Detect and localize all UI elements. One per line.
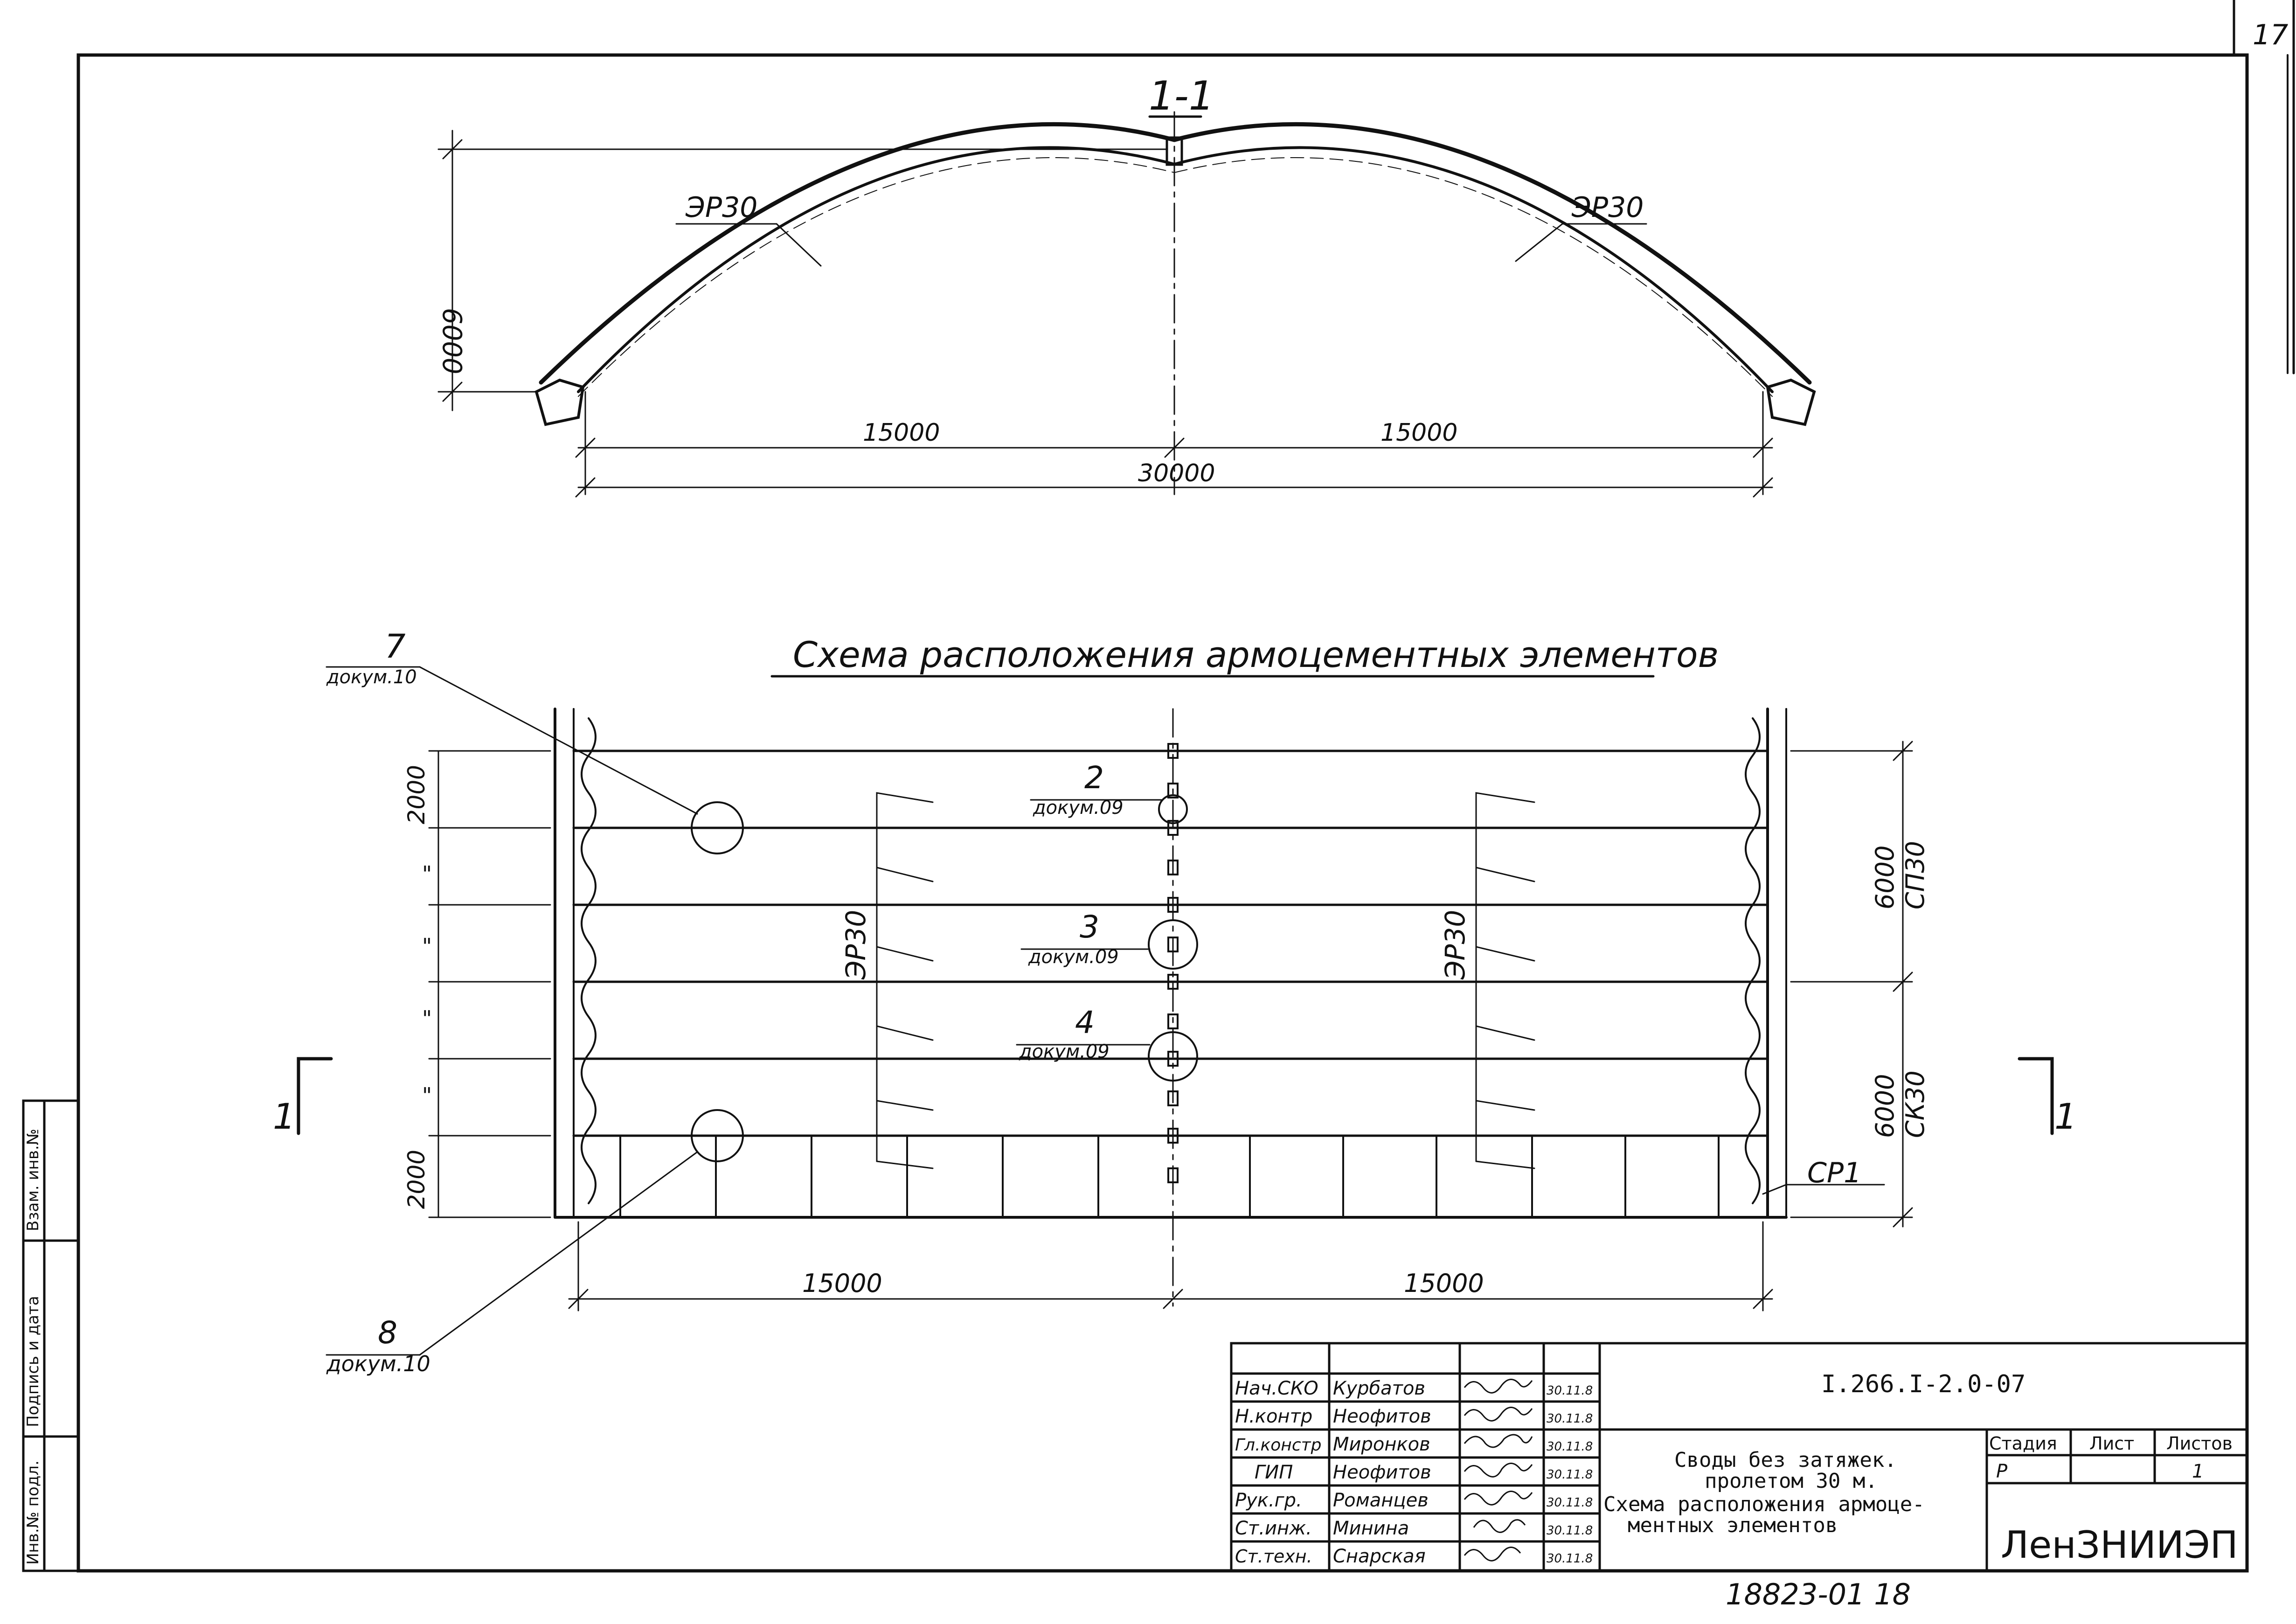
tb-desc-3: Схема расположения армоце- [1603,1492,1925,1516]
plan-right-dim-1-code: СП30 [1901,841,1930,909]
tb-name-4: Неофитов [1333,1462,1431,1483]
callout-3-number: 3 [1080,909,1099,945]
tb-date-4: 30.11.8 [1547,1468,1593,1482]
tb-sheets-header: Листов [2166,1433,2233,1454]
tb-role-2: Н.контр [1235,1406,1312,1427]
plan-row-dim-2: " [422,861,432,887]
tb-sheet-header: Лист [2089,1433,2134,1454]
callout-4-number: 4 [1075,1005,1095,1041]
plan-rib-label-left: ЭР30 [840,910,872,980]
side-stamp-replace: Взам. инв.№ [24,1129,42,1231]
archive-number: 18823-01 18 [1726,1577,1911,1611]
tb-name-2: Неофитов [1333,1406,1431,1427]
callout-7-doc: докум.10 [326,666,417,688]
callout-8-number: 8 [378,1315,397,1351]
tb-code: I.266.I-2.0-07 [1821,1370,2025,1398]
section-height-dim: 6000 [437,308,467,375]
callout-2-number: 2 [1084,760,1104,796]
tb-role-7: Ст.техн. [1235,1546,1312,1567]
tb-role-6: Ст.инж. [1235,1518,1312,1539]
tb-sheets-value: 1 [2192,1461,2204,1482]
tb-role-3: Гл.констр [1235,1436,1321,1455]
plan-right-dim-2-code: СК30 [1901,1070,1930,1138]
tb-name-6: Минина [1333,1518,1409,1539]
section-rib-right: ЭР30 [1571,191,1644,224]
tb-date-3: 30.11.8 [1547,1440,1593,1454]
text-layer: 17 1-1 ЭР30 ЭР30 6000 15000 15000 30000 … [24,19,2288,1611]
callout-8-doc: докум.10 [326,1351,430,1376]
callout-2-doc: докум.09 [1033,797,1124,819]
tb-name-3: Миронков [1333,1434,1430,1455]
callout-7-number: 7 [385,627,406,666]
side-stamp-sign: Подпись и дата [24,1296,42,1427]
tb-desc-2: пролетом 30 м. [1705,1469,1878,1493]
tb-desc-4: ментных элементов [1628,1513,1838,1537]
tb-date-7: 30.11.8 [1547,1552,1593,1566]
tb-desc-1: Своды без затяжек. [1674,1448,1897,1472]
callout-3-doc: докум.09 [1028,946,1119,968]
plan-right-dim-2-value: 6000 [1870,1074,1900,1138]
section-half-right: 15000 [1380,419,1457,447]
tb-name-7: Снарская [1333,1546,1426,1567]
tb-organization: ЛенЗНИИЭП [2001,1523,2238,1567]
tb-date-1: 30.11.8 [1547,1384,1593,1398]
section-half-left: 15000 [863,419,940,447]
plan-row-dim-5: " [422,1083,432,1108]
tb-role-5: Рук.гр. [1235,1490,1302,1511]
tb-stage-value: Р [1996,1461,2008,1482]
section-title: 1-1 [1149,73,1214,119]
plan-bottom-left: 15000 [802,1269,882,1298]
plan-row-dim-4: " [422,1006,432,1031]
section-rib-left: ЭР30 [685,191,757,224]
side-stamp-inv: Инв.№ подл. [24,1460,42,1565]
signatures [1464,1379,1533,1562]
sheet-number: 17 [2253,19,2288,51]
cut-marker-left: 1 [273,1096,295,1137]
side-stamp [22,1099,80,1572]
section-1-1 [437,111,1816,498]
plan-bottom-right: 15000 [1404,1269,1484,1298]
plan-edge-label: СР1 [1807,1157,1861,1189]
plan-right-dim-1-value: 6000 [1870,846,1900,909]
tb-name-1: Курбатов [1333,1378,1425,1399]
tb-date-5: 30.11.8 [1547,1496,1593,1510]
plan-row-dim-6: 2000 [403,1150,430,1209]
tb-role-4: ГИП [1255,1462,1293,1483]
cut-marker-right: 1 [2054,1096,2077,1137]
plan-scheme [297,666,2054,1356]
title-block-lines [1230,1342,2248,1572]
tb-role-1: Нач.СКО [1235,1378,1318,1399]
tb-stage-header: Стадия [1989,1433,2057,1454]
section-span: 30000 [1138,459,1215,487]
plan-rib-label-right: ЭР30 [1439,910,1471,980]
plan-title: Схема расположения армоцементных элемент… [793,634,1719,675]
tb-date-6: 30.11.8 [1547,1524,1593,1538]
plan-row-dim-3: " [422,934,432,959]
plan-row-dim-1: 2000 [403,765,430,824]
tb-name-5: Романцев [1333,1490,1429,1511]
tb-date-2: 30.11.8 [1547,1412,1593,1426]
sheet-frame [76,53,2249,1573]
callout-4-doc: докум.09 [1019,1041,1110,1062]
